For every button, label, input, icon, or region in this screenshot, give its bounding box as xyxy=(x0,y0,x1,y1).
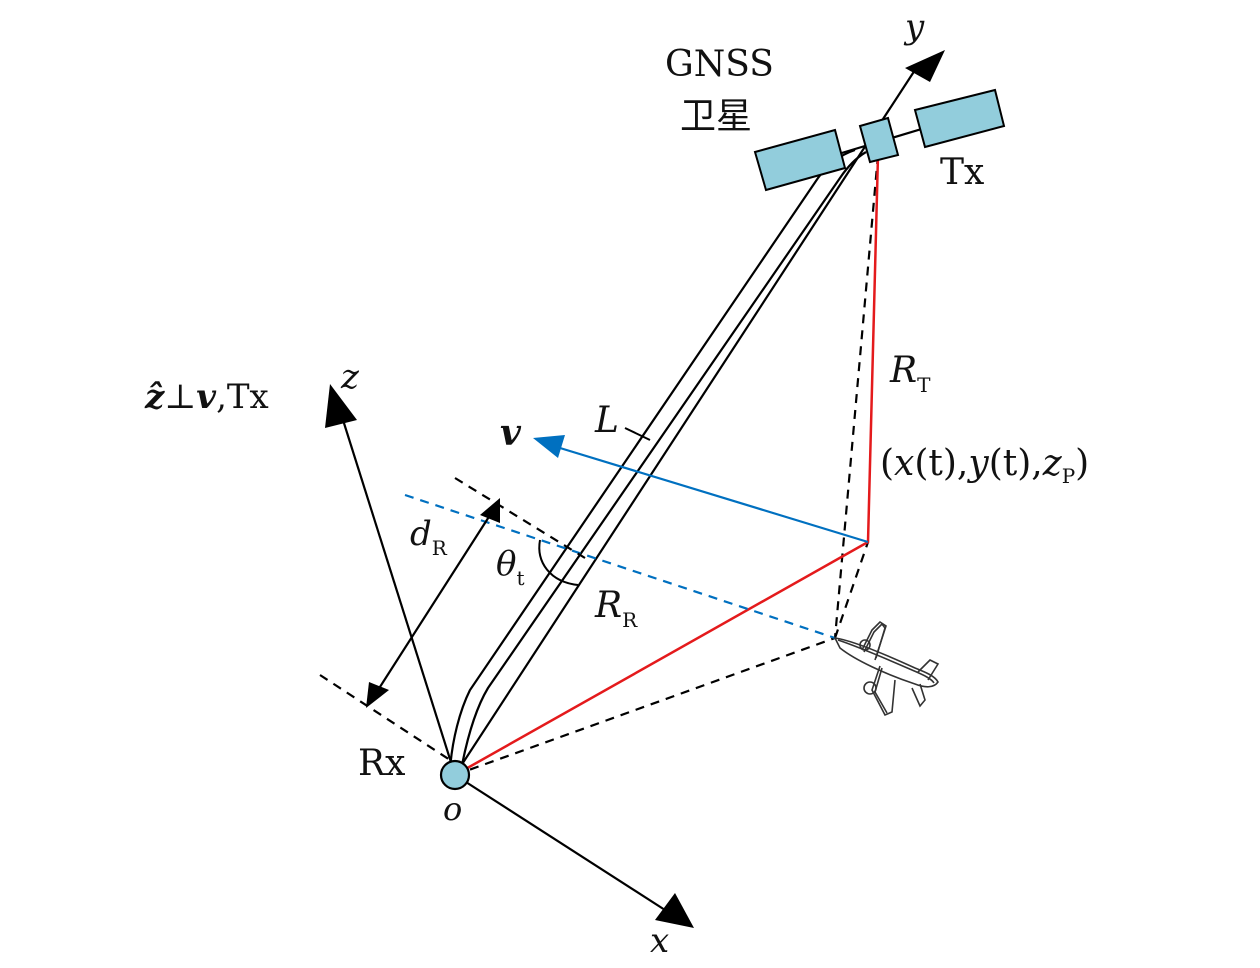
dR-main: d xyxy=(410,514,432,554)
gnss-satellite xyxy=(753,88,1006,192)
velocity-label: v xyxy=(500,412,522,454)
target-position-label: (x(t),y(t),zP) xyxy=(880,443,1089,488)
satellite-name-line1: GNSS xyxy=(665,44,774,85)
RR-label: RR xyxy=(594,585,638,632)
tx-label: Tx xyxy=(940,152,984,193)
theta-label: θt xyxy=(496,544,525,590)
y-axis-label: y xyxy=(903,7,925,47)
rx-target-dashed-line xyxy=(454,636,836,777)
v-symbol: v xyxy=(196,377,217,417)
velocity-arrowhead xyxy=(533,435,565,458)
dR-sub: R xyxy=(432,536,448,560)
blue-dashed-line xyxy=(404,493,836,640)
rx-label: Rx xyxy=(358,743,405,784)
theta-angle-arc xyxy=(538,539,579,586)
baseline-label-leader xyxy=(624,427,651,441)
x-axis-arrowhead xyxy=(655,893,694,928)
y-axis-line xyxy=(454,69,916,776)
RR-sub: R xyxy=(622,608,638,632)
x-axis-line xyxy=(454,774,666,911)
RT-sub: T xyxy=(917,373,931,397)
z-axis-definition: ẑ⊥v,Tx xyxy=(144,377,269,417)
aircraft-target-icon xyxy=(833,620,940,717)
dR-arrowhead-bottom xyxy=(366,682,389,708)
lower-perp-dashed-line xyxy=(319,674,451,761)
z-def-rest: ,Tx xyxy=(216,377,269,417)
RT-label: RT xyxy=(889,350,931,397)
theta-sub: t xyxy=(516,566,524,590)
z-axis-arrowhead xyxy=(325,384,357,428)
perp-symbol: ⊥ xyxy=(164,377,196,417)
RT-main: R xyxy=(889,350,917,391)
upper-perp-dashed-line xyxy=(454,477,586,559)
RR-main: R xyxy=(594,585,622,626)
z-axis-line xyxy=(341,419,457,776)
x-axis-label: x xyxy=(650,921,669,961)
z-axis-label: z xyxy=(340,357,360,397)
baseline-label: L xyxy=(594,400,619,441)
bistatic-path xyxy=(454,154,880,777)
satellite-body xyxy=(858,116,900,164)
dR-label: dR xyxy=(410,514,448,560)
satellite-right-panel xyxy=(913,88,1006,149)
z-hat-symbol: ẑ xyxy=(144,377,165,417)
satellite-left-panel xyxy=(753,128,847,192)
theta-main: θ xyxy=(496,544,516,584)
target-proj-dashed-line xyxy=(833,541,870,639)
receiver-circle xyxy=(439,759,471,791)
origin-label: o xyxy=(443,790,462,828)
dR-dimension-line xyxy=(377,511,493,691)
baseline-inner-line xyxy=(460,151,867,766)
y-axis-arrowhead xyxy=(905,50,945,82)
satellite-name-line2: 卫星 xyxy=(680,96,752,137)
dR-arrowhead-top xyxy=(480,498,500,523)
velocity-vector-line xyxy=(559,446,869,544)
